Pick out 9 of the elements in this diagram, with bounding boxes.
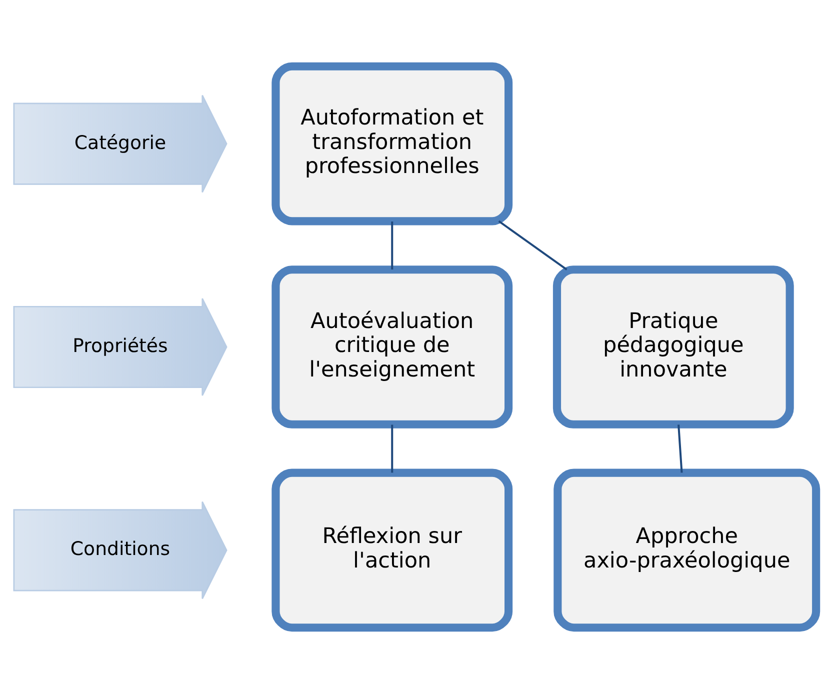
connector [678,424,683,473]
node-box: Autoévaluation critique de l'enseignement [272,266,513,428]
node-box: Pratique pédagogique innovante [552,266,794,428]
connector [498,220,568,270]
connector [391,424,394,473]
node-box: Approche axio-praxéologique [554,468,820,632]
node-box: Réflexion sur l'action [272,468,513,632]
connector [391,222,394,270]
node-box: Autoformation et transformation professionnelles [272,62,513,226]
